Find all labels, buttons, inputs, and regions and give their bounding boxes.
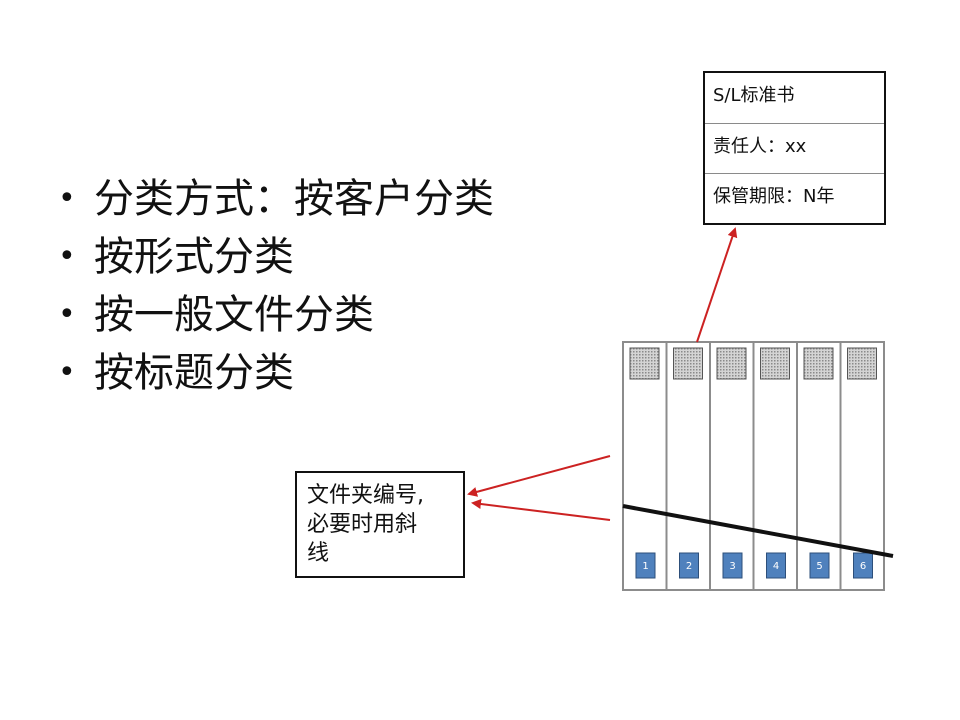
binder-number-tab [766,552,786,579]
binder-label-square [803,347,834,380]
bullet-dot: • [58,355,76,390]
binder-number-tab [679,552,699,579]
note-line: 线 [307,541,330,566]
binder-spine [622,341,668,591]
bullet-item: • 按形式分类 [58,228,494,286]
bullet-list: • 分类方式：按客户分类 • 按形式分类 • 按一般文件分类 • 按标题分类 [58,170,494,402]
binder-spine [796,341,842,591]
binder-number-tab [635,552,656,579]
binder-number: 5 [816,561,822,572]
binder-number: 2 [686,561,692,572]
binder-label-square [760,347,790,380]
bullet-text: 分类方式：按客户分类 [94,176,494,222]
label-row-retention: 保管期限：N年 [705,173,884,223]
label-row-owner: 责任人：xx [705,123,884,173]
bullet-item: • 按标题分类 [58,344,494,402]
binder-label-square [847,347,877,380]
binder-label-square [673,347,703,380]
binder-number-tab [722,552,743,579]
binder-spine [665,341,711,591]
diagonal-stripe [622,504,894,558]
binder-spine [709,341,755,591]
folder-number-note: 文件夹编号, 必要时用斜 线 [295,471,465,578]
bullet-text: 按标题分类 [94,350,294,396]
bullet-item: • 分类方式：按客户分类 [58,170,494,228]
arrow-to-label-card [696,227,738,343]
binder-spine [752,341,798,591]
label-row-title: S/L标准书 [713,85,795,106]
note-line: 文件夹编号, [307,483,424,508]
bullet-dot: • [58,239,76,274]
bullet-dot: • [58,297,76,332]
binder-label-square [716,347,747,380]
bullet-dot: • [58,181,76,216]
binder-label-square [629,347,660,380]
binder-number: 4 [773,561,779,572]
bullet-item: • 按一般文件分类 [58,286,494,344]
binder-row: 1 2 3 4 5 6 [622,341,885,591]
binder-number: 6 [860,561,866,572]
arrow-to-note-lower [471,499,611,521]
bullet-text: 按一般文件分类 [94,292,374,338]
bullet-text: 按形式分类 [94,234,294,280]
binder-number: 3 [729,561,735,572]
spine-label-card: S/L标准书 责任人：xx 保管期限：N年 [703,71,886,225]
note-line: 必要时用斜 [307,512,418,537]
binder-number-tab [809,552,830,579]
binder-number: 1 [642,561,648,572]
binder-number-tab [853,552,873,579]
arrow-to-note-upper [467,455,611,497]
